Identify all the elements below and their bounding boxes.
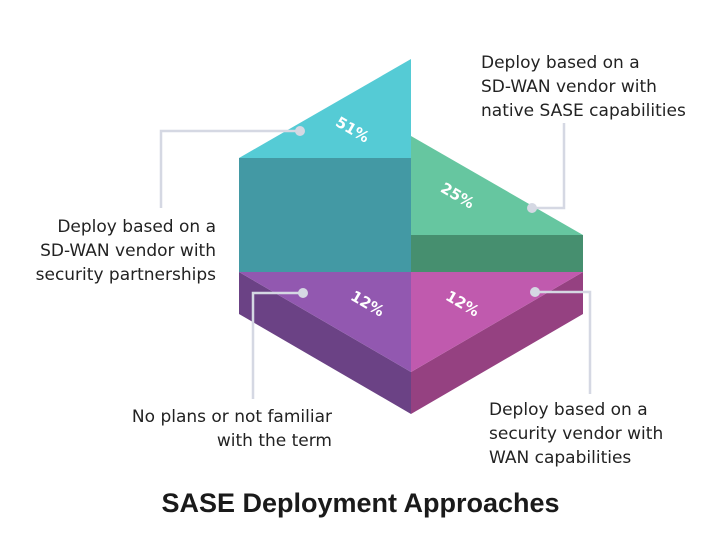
label-line: SD-WAN vendor with [481, 77, 657, 97]
leader-dot-1 [527, 203, 537, 213]
segment-1-side [411, 235, 583, 272]
chart-title: SASE Deployment Approaches [161, 488, 560, 518]
label-line: with the term [216, 431, 332, 451]
label-security-vendor-wan: Deploy based on a security vendor with W… [489, 398, 721, 470]
label-line: WAN capabilities [489, 448, 632, 468]
label-line: security partnerships [35, 265, 216, 285]
label-line: Deploy based on a [481, 53, 640, 73]
leader-dot-3 [530, 287, 540, 297]
segment-3-top [411, 272, 583, 372]
segment-1-top [411, 136, 583, 235]
segment-2-side [239, 272, 411, 414]
label-line: Deploy based on a [57, 217, 216, 237]
leader-dot-0 [295, 126, 305, 136]
leader-line-0 [159, 129, 300, 208]
label-no-plans: No plans or not familiar with the term [60, 405, 332, 453]
label-line: native SASE capabilities [481, 101, 686, 121]
segment-3-side [411, 272, 583, 414]
segment-0-top [239, 59, 411, 158]
label-line: No plans or not familiar [131, 407, 332, 427]
leader-line-3 [535, 290, 592, 394]
segment-0-side [239, 158, 411, 272]
label-line: Deploy based on a [489, 400, 648, 420]
label-line: security vendor with [489, 424, 664, 444]
label-sdwan-security-partnerships: Deploy based on a SD-WAN vendor with sec… [10, 215, 216, 287]
leader-dot-2 [298, 288, 308, 298]
leader-line-1 [532, 123, 566, 210]
leader-line-2 [251, 291, 303, 399]
segment-2-top [239, 272, 411, 372]
label-sdwan-native-sase: Deploy based on a SD-WAN vendor with nat… [481, 51, 721, 123]
label-line: SD-WAN vendor with [40, 241, 216, 261]
